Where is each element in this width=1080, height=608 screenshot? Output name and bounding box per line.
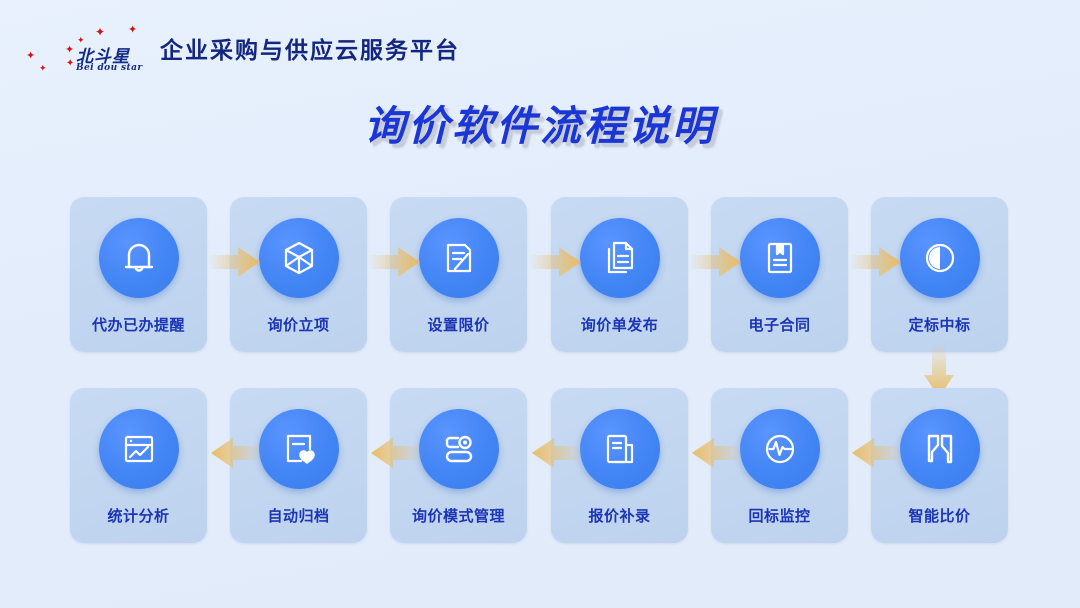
big-dipper-star-icon: ✦ bbox=[39, 63, 47, 73]
flow-arrow-right-icon bbox=[208, 245, 263, 279]
flow-arrow-left-icon bbox=[208, 436, 263, 470]
flow-arrow-right-icon bbox=[368, 245, 423, 279]
flow-step-card[interactable]: 智能比价 bbox=[871, 388, 1008, 543]
big-dipper-star-icon: ✦ bbox=[128, 24, 138, 36]
document-lines-icon bbox=[579, 409, 660, 489]
flow-step-card[interactable]: 电子合同 bbox=[711, 197, 848, 352]
flow-step-label: 询价立项 bbox=[267, 317, 330, 334]
compare-bars-icon bbox=[899, 409, 980, 489]
flow-step-label: 代办已办提醒 bbox=[91, 317, 185, 334]
brand-name-cn: 北斗星 bbox=[76, 47, 130, 67]
flow-arrow-left-icon bbox=[529, 436, 584, 470]
flow-step-card[interactable]: 代办已办提醒 bbox=[70, 197, 207, 352]
big-dipper-star-icon: ✦ bbox=[77, 35, 85, 45]
flow-arrow-left-icon bbox=[368, 436, 423, 470]
flow-step-label: 回标监控 bbox=[748, 508, 811, 525]
big-dipper-star-icon: ✦ bbox=[26, 50, 36, 62]
flow-row-top: 代办已办提醒 询价立项 设置 bbox=[70, 197, 1010, 352]
contrast-circle-icon bbox=[899, 218, 980, 298]
flow-step-label: 询价单发布 bbox=[580, 317, 659, 334]
cube-icon bbox=[258, 218, 339, 298]
document-heart-icon bbox=[258, 409, 339, 489]
flow-step-card[interactable]: 回标监控 bbox=[711, 388, 848, 543]
flow-step-card[interactable]: 定标中标 bbox=[871, 197, 1008, 352]
big-dipper-star-icon: ✦ bbox=[66, 58, 75, 69]
brand-logo: ✦ ✦ ✦ ✦ ✦ ✦ ✦ 北斗星 Bei dou star bbox=[24, 17, 142, 79]
big-dipper-star-icon: ✦ bbox=[95, 25, 106, 39]
flow-step-card[interactable]: 统计分析 bbox=[70, 388, 207, 543]
flow-step-label: 自动归档 bbox=[267, 508, 330, 525]
flow-arrow-right-icon bbox=[529, 245, 584, 279]
flow-step-label: 统计分析 bbox=[107, 508, 170, 525]
flow-step-label: 智能比价 bbox=[908, 508, 971, 525]
flow-step-card[interactable]: 询价单发布 bbox=[551, 197, 688, 352]
server-settings-icon bbox=[418, 409, 499, 489]
flow-arrow-right-icon bbox=[689, 245, 744, 279]
big-dipper-star-icon: ✦ bbox=[65, 44, 75, 56]
page-header: ✦ ✦ ✦ ✦ ✦ ✦ ✦ 北斗星 Bei dou star 企业采购与供应云服… bbox=[0, 0, 1080, 96]
flow-step-label: 询价模式管理 bbox=[411, 508, 505, 525]
pulse-monitor-icon bbox=[739, 409, 820, 489]
flow-step-card[interactable]: 自动归档 bbox=[230, 388, 367, 543]
flow-arrow-right-icon bbox=[849, 245, 904, 279]
document-edit-icon bbox=[418, 218, 499, 298]
process-flow-diagram: 代办已办提醒 询价立项 设置 bbox=[70, 197, 1010, 543]
flow-step-label: 报价补录 bbox=[588, 508, 651, 525]
flow-step-card[interactable]: 询价模式管理 bbox=[390, 388, 527, 543]
contract-book-icon bbox=[739, 218, 820, 298]
flow-arrow-left-icon bbox=[849, 436, 904, 470]
page-title: 询价软件流程说明 bbox=[364, 103, 716, 149]
flow-row-bottom: 统计分析 自动归档 询价模式管理 bbox=[70, 388, 1010, 543]
brand-name-en: Bei dou star bbox=[76, 63, 143, 73]
flow-arrow-down-icon bbox=[921, 343, 957, 399]
bell-icon bbox=[98, 218, 179, 298]
brand-tagline: 企业采购与供应云服务平台 bbox=[160, 37, 460, 63]
chart-window-icon bbox=[98, 409, 179, 489]
flow-step-card[interactable]: 设置限价 bbox=[390, 197, 527, 352]
flow-arrow-left-icon bbox=[689, 436, 744, 470]
flow-step-label: 定标中标 bbox=[908, 317, 971, 334]
flow-step-card[interactable]: 询价立项 bbox=[230, 197, 367, 352]
flow-step-card[interactable]: 报价补录 bbox=[551, 388, 688, 543]
flow-step-label: 设置限价 bbox=[427, 317, 490, 334]
documents-stack-icon bbox=[579, 218, 660, 298]
flow-step-label: 电子合同 bbox=[748, 317, 811, 334]
